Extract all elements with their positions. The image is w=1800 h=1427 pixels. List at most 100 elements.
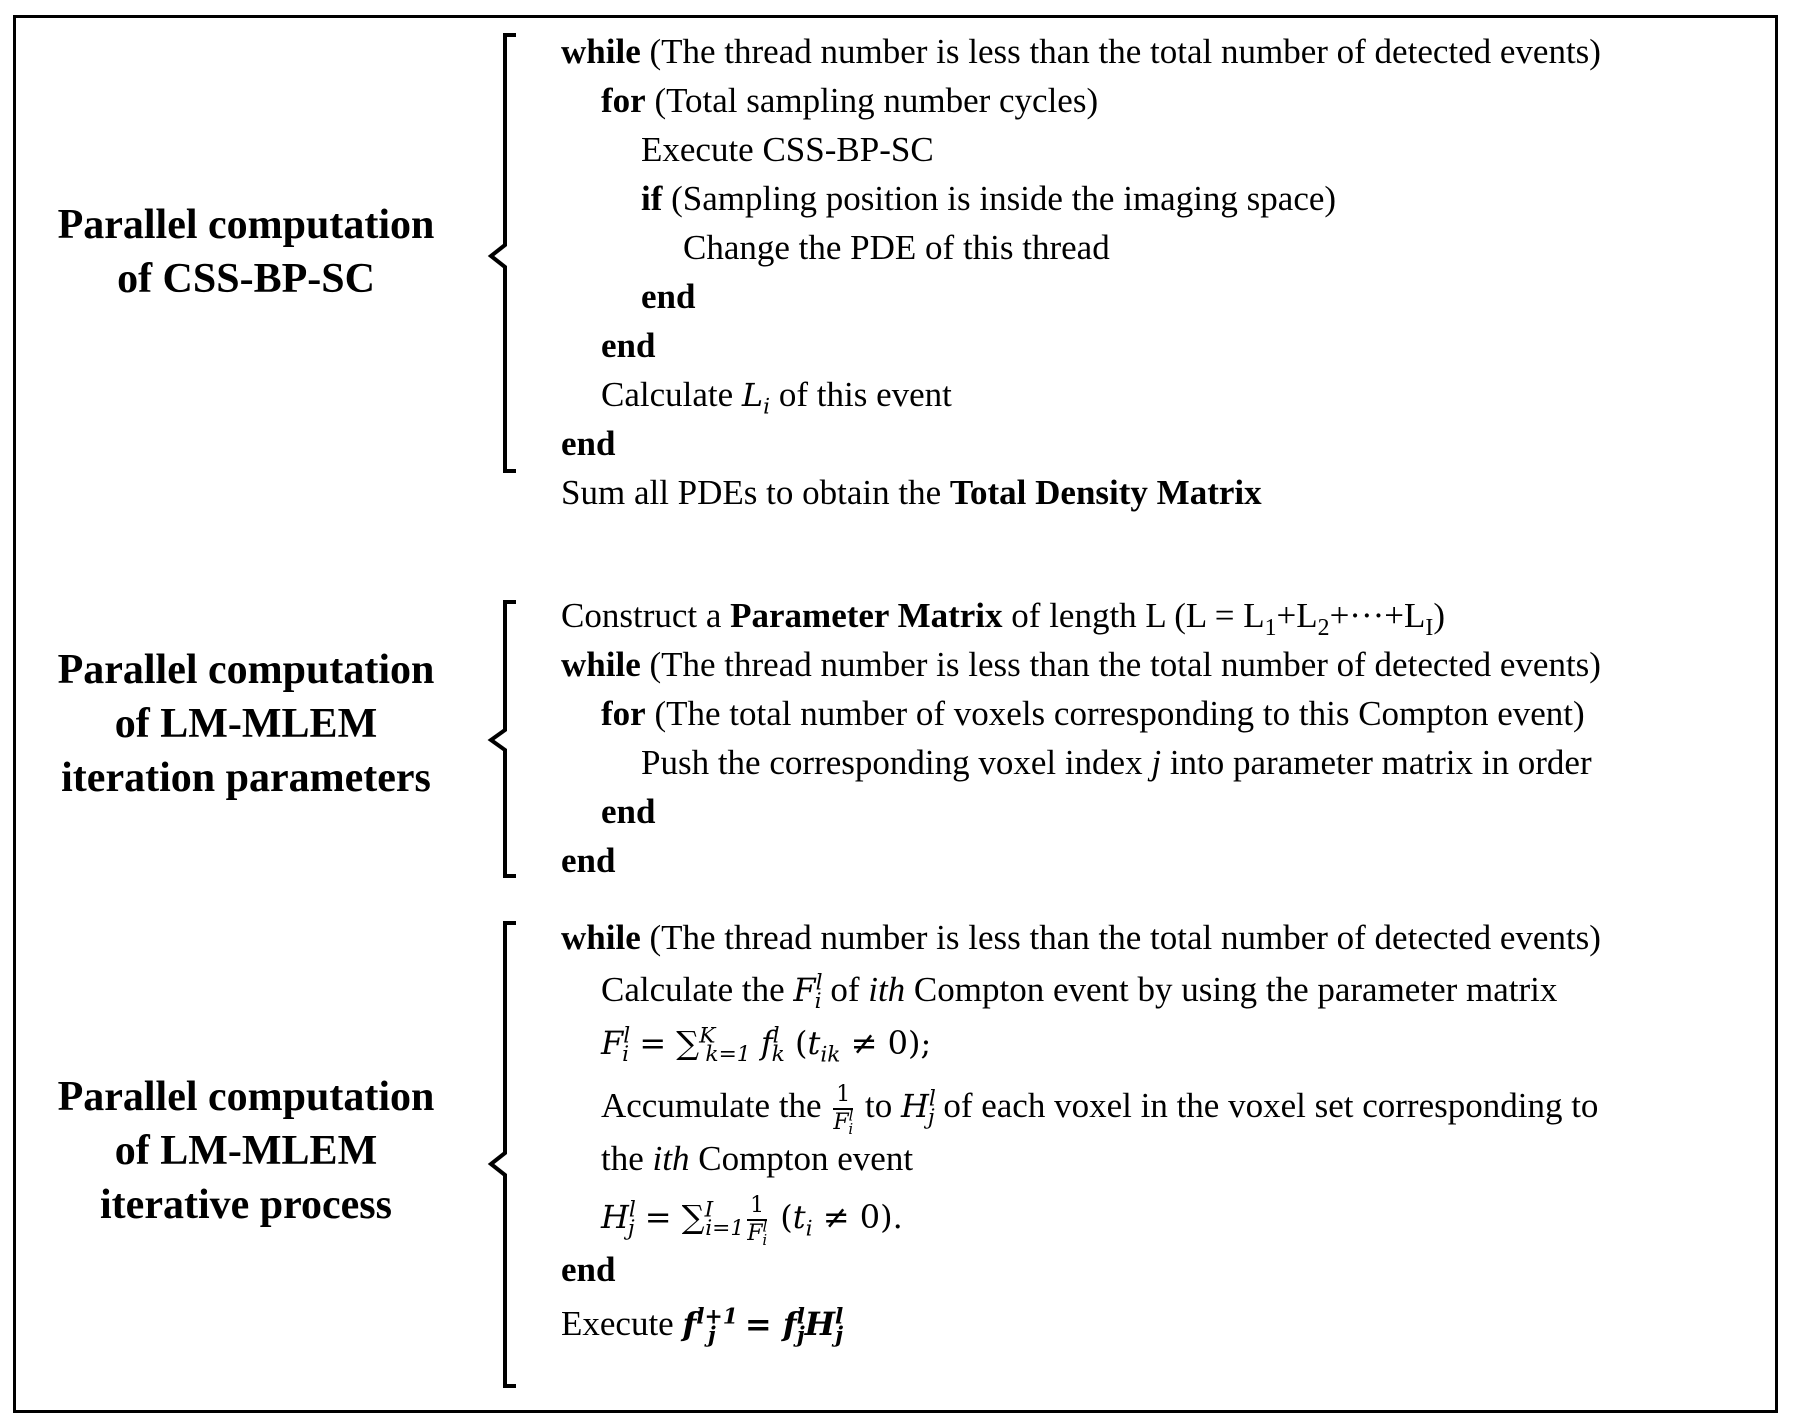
sub: i <box>622 1042 630 1068</box>
section-label: Parallel computation of LM-MLEM iteratio… <box>16 643 476 805</box>
formula-F: Fli = ∑Kk=1 flk (tik ≠ 0); <box>561 1023 932 1066</box>
code-line-for: for (The total number of voxels correspo… <box>561 694 1585 734</box>
ith: ith <box>652 1139 690 1178</box>
math-L: Li <box>742 376 770 418</box>
code-line-while: while (The thread number is less than th… <box>561 32 1601 72</box>
sup: l <box>762 1217 768 1236</box>
sub: i <box>805 1216 813 1242</box>
code-line-the-ith: the ith Compton event <box>561 1139 913 1179</box>
sup: l+1 <box>696 1304 738 1330</box>
text: +L <box>1276 596 1318 635</box>
code-line-sum: Sum all PDEs to obtain the Total Density… <box>561 473 1262 513</box>
sub: j <box>796 1323 805 1349</box>
diagram-frame: Parallel computation of CSS-BP-SC while … <box>13 15 1778 1413</box>
var: F <box>793 971 816 1009</box>
sub: ik <box>820 1042 841 1068</box>
var: F <box>601 1024 624 1062</box>
text: ≠ 0). <box>812 1198 903 1236</box>
keyword-for: for <box>601 81 646 120</box>
bold-text: Total Density Matrix <box>949 473 1262 512</box>
text: Calculate <box>601 375 742 414</box>
code-line-execute: Execute fl+1j = fljHlj <box>561 1299 843 1349</box>
code-line-construct: Construct a Parameter Matrix of length L… <box>561 596 1445 640</box>
sub: j <box>707 1323 716 1349</box>
var: F <box>833 1109 849 1135</box>
var: H <box>804 1305 835 1343</box>
equals: = <box>733 1305 783 1343</box>
label-line: iteration parameters <box>61 755 431 801</box>
while-condition: (The thread number is less than the tota… <box>640 32 1601 71</box>
keyword-while: while <box>561 32 641 71</box>
code-line-execute: Execute CSS-BP-SC <box>641 130 934 169</box>
code-line-change: Change the PDE of this thread <box>683 228 1110 267</box>
for-condition: (The total number of voxels correspondin… <box>645 694 1585 733</box>
code-line-end: end <box>561 1250 616 1289</box>
text: into parameter matrix in order <box>1161 743 1592 782</box>
if-condition: (Sampling position is inside the imaging… <box>662 179 1337 218</box>
text: Sum all PDEs to obtain the <box>561 473 950 512</box>
denominator: Fli <box>747 1219 767 1248</box>
text: ≠ 0); <box>840 1024 932 1062</box>
sup: K <box>699 1023 716 1049</box>
text: Accumulate the <box>601 1086 831 1125</box>
sup: l <box>628 1197 636 1223</box>
text: of <box>821 970 869 1009</box>
sub: i <box>814 989 822 1015</box>
code-line-calculate: Calculate Li of this event <box>561 375 952 418</box>
var: f <box>782 1305 797 1343</box>
section-label: Parallel computation of CSS-BP-SC <box>16 198 476 306</box>
sup: I <box>704 1197 714 1223</box>
text: Calculate the <box>601 970 794 1009</box>
var: H <box>601 1198 629 1236</box>
label-line: of LM-MLEM <box>114 1128 378 1174</box>
sub: i <box>848 1120 854 1139</box>
label-line: of CSS-BP-SC <box>117 256 375 302</box>
var: f <box>682 1305 697 1343</box>
text: Compton event by using the parameter mat… <box>905 970 1558 1009</box>
section-label: Parallel computation of LM-MLEM iterativ… <box>16 1070 476 1232</box>
text: Construct a <box>561 596 731 635</box>
code-line-end: end <box>561 841 616 880</box>
sub: k <box>771 1042 785 1068</box>
label-line: Parallel computation <box>57 202 435 248</box>
var: f <box>760 1024 773 1062</box>
numerator: 1 <box>747 1194 768 1221</box>
sub: j <box>627 1216 635 1242</box>
keyword-while: while <box>561 645 641 684</box>
code-line-if: if (Sampling position is inside the imag… <box>561 179 1336 219</box>
sub: i=1 <box>705 1216 745 1242</box>
var: t <box>807 1024 821 1062</box>
math-F: Fli <box>793 971 822 1013</box>
numerator: 1 <box>833 1083 854 1110</box>
code-line-for: for (Total sampling number cycles) <box>561 81 1098 121</box>
label-line: iterative process <box>100 1182 392 1228</box>
equals: = <box>629 1024 677 1062</box>
code-line-calculate: Calculate the Fli of ith Compton event b… <box>561 970 1558 1013</box>
label-line: Parallel computation <box>57 647 435 693</box>
left-brace <box>487 600 516 878</box>
sub: 1 <box>1264 615 1277 641</box>
text: Push the corresponding voxel index <box>641 743 1152 782</box>
while-condition: (The thread number is less than the tota… <box>640 645 1601 684</box>
text: of this event <box>770 375 952 414</box>
text: of length L (L = L <box>1002 596 1265 635</box>
text: to <box>856 1086 901 1125</box>
sub: 2 <box>1317 615 1330 641</box>
text: +···+L <box>1329 596 1426 635</box>
label-line: of LM-MLEM <box>114 701 378 747</box>
code-line-end: end <box>561 424 616 463</box>
code-line-end: end <box>601 792 656 831</box>
sub: j <box>927 1105 935 1131</box>
sub: k=1 <box>705 1042 751 1068</box>
while-condition: (The thread number is less than the tota… <box>640 918 1601 957</box>
bold-text: Parameter Matrix <box>730 596 1003 635</box>
for-condition: (Total sampling number cycles) <box>645 81 1099 120</box>
equals: = <box>634 1198 682 1236</box>
ith: ith <box>868 970 906 1009</box>
text: ( <box>784 1024 808 1062</box>
sub: j <box>835 1323 844 1349</box>
code-line-end: end <box>601 326 656 365</box>
